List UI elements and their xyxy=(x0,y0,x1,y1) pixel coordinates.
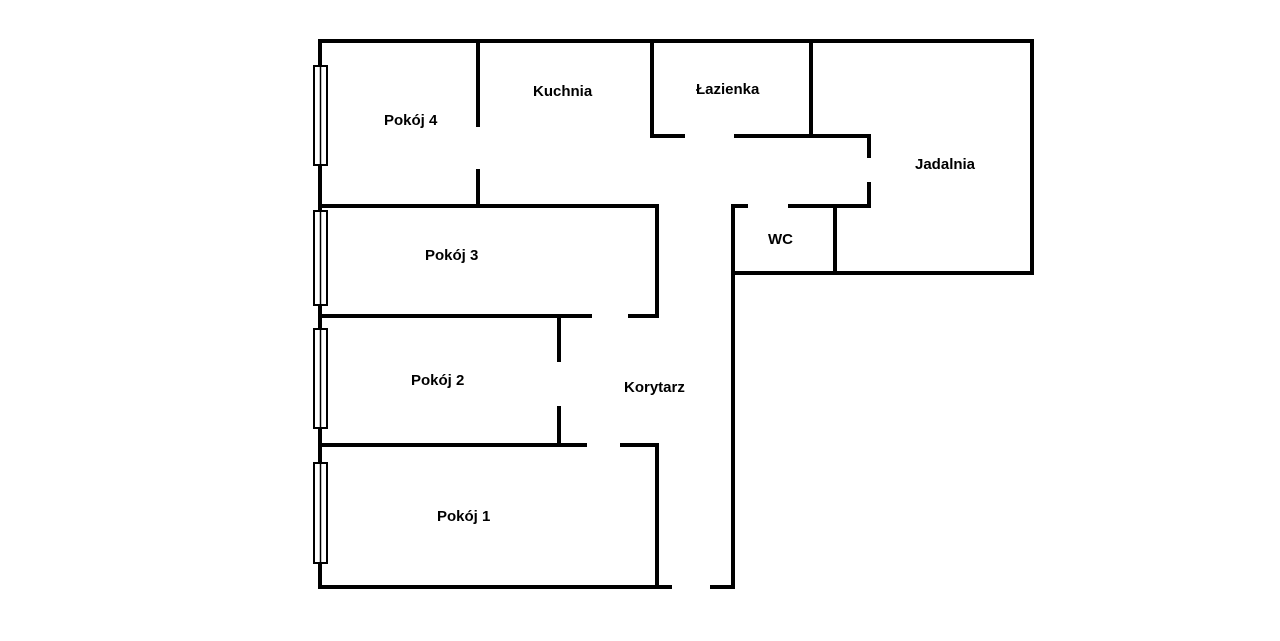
wall-wc-top xyxy=(788,182,871,208)
window-pokoj1 xyxy=(313,462,328,564)
wall-wc-left xyxy=(731,204,748,275)
wall-outer-top xyxy=(318,39,1034,589)
window-pokoj2 xyxy=(313,328,328,429)
room-label-jadalnia: Jadalnia xyxy=(915,156,976,173)
room-label-wc: WC xyxy=(768,231,793,248)
room-label-pokoj3: Pokój 3 xyxy=(425,247,478,264)
room-label-pokoj2: Pokój 2 xyxy=(411,372,464,389)
windows xyxy=(313,65,328,564)
room-labels: Pokój 4 Kuchnia Łazienka Jadalnia Pokój … xyxy=(384,81,976,525)
room-label-lazienka: Łazienka xyxy=(696,81,760,98)
room-label-pokoj1: Pokój 1 xyxy=(437,508,490,525)
wall-pokoj1-right xyxy=(620,443,659,589)
wall-lazienka-bottom xyxy=(734,134,871,158)
room-label-pokoj4: Pokój 4 xyxy=(384,112,438,129)
wall-kuchnia-lazienka xyxy=(650,39,685,138)
wall-pokoj3-top xyxy=(318,204,659,318)
window-pokoj3 xyxy=(313,210,328,306)
window-pokoj4 xyxy=(313,65,328,166)
room-label-korytarz: Korytarz xyxy=(624,379,685,396)
room-label-kuchnia: Kuchnia xyxy=(533,83,593,100)
